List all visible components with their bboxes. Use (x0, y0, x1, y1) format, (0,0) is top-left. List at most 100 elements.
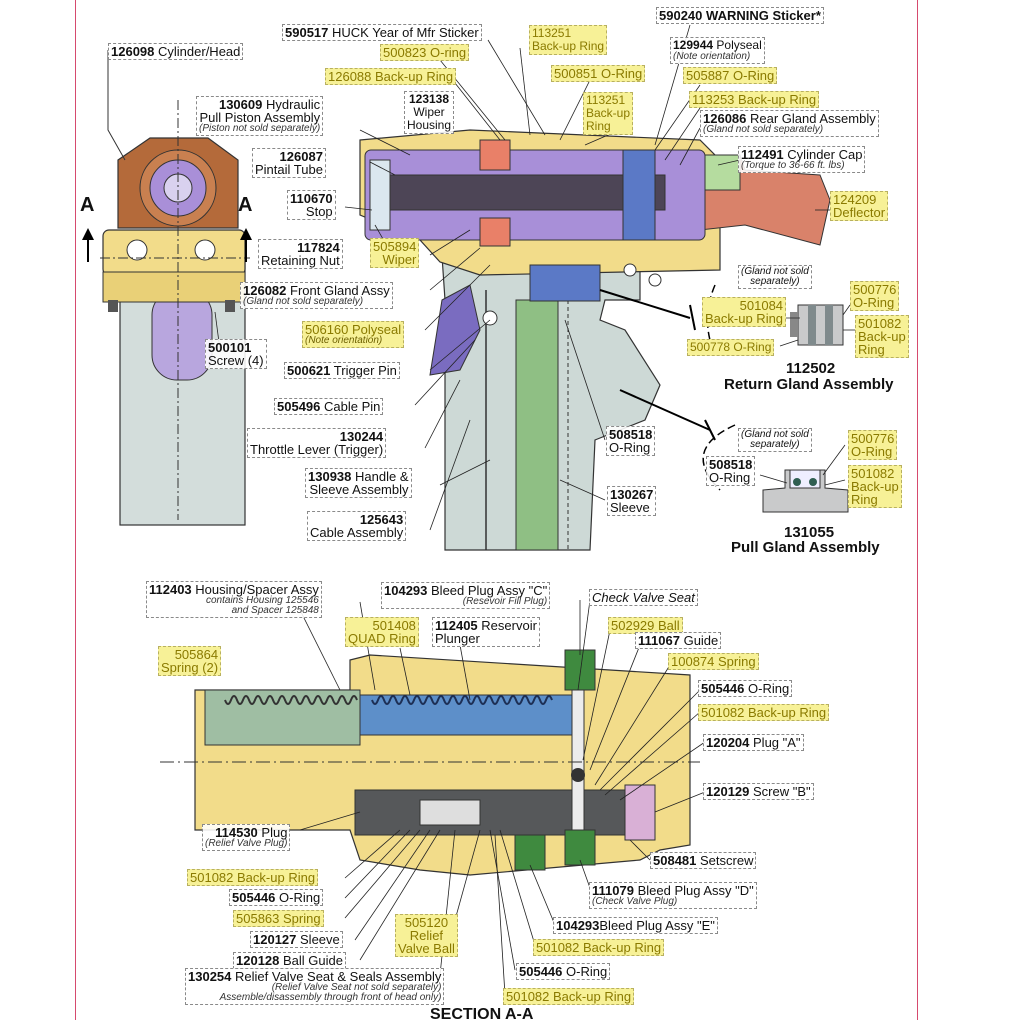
part-name: O-Ring (853, 295, 895, 310)
part-name: Wiper (382, 252, 417, 267)
part-number: 130244 (339, 429, 384, 444)
part-note: (Check Valve Plug) (592, 896, 678, 907)
part-name-2: Ring (858, 342, 885, 357)
part-number: 505496 (277, 399, 321, 414)
part-name: Back-up (858, 329, 906, 344)
relief-seat-label: 130254 Relief Valve Seat & Seals Assembl… (185, 968, 445, 1005)
part-name: Pintail Tube (255, 162, 323, 177)
note-line-2: separately) (750, 276, 800, 287)
ball-502929-label: 502929 Ball (608, 617, 683, 634)
part-name: Spring (718, 654, 756, 669)
part-number: 123138 (408, 92, 450, 106)
part-number: 125643 (359, 512, 404, 527)
part-name: O-Ring (709, 470, 751, 485)
part-name: Ball (658, 618, 680, 633)
part-name: O-Ring (609, 440, 651, 455)
part-note: (Relief Valve Seat not sold separately) (271, 982, 442, 993)
return-gland-detail (706, 284, 844, 356)
section-marker-right: A (238, 194, 253, 216)
part-note: (Resevoir Fill Plug) (462, 596, 548, 607)
part-number: 500851 (554, 66, 598, 81)
part-number: 501084 (739, 298, 784, 313)
part-name: O-Ring (279, 890, 321, 905)
setscrew-label: 508481 Setscrew (650, 852, 757, 869)
plug-a-label: 120204 Plug "A" (703, 734, 804, 751)
oring-500823-label: 500823 O-ring (380, 44, 470, 61)
part-name-2: Plunger (435, 631, 480, 646)
part-number: 113251 (532, 26, 572, 40)
part-number: 500778 (690, 340, 731, 354)
part-name: Back-up Ring (738, 92, 817, 107)
part-name-2: Sleeve Assembly (309, 482, 409, 497)
part-number: 505120 (404, 915, 449, 930)
part-name: Bleed Plug Assy "C" (431, 583, 548, 598)
oring-505887-label: 505887 O-Ring (683, 67, 778, 84)
part-number: 590240 (659, 8, 703, 23)
part-number: 124209 (833, 192, 877, 207)
part-number: 500101 (208, 340, 252, 355)
cylinder-cap-label: 112491 Cylinder Cap(Torque to 36-66 ft. … (738, 146, 866, 173)
part-name: Retaining Nut (261, 253, 340, 268)
bleed-plug-e-label: 104293Bleed Plug Assy "E" (553, 917, 718, 934)
part-name: Check Valve Seat (592, 590, 695, 605)
part-name: Deflector (833, 205, 886, 220)
part-number: 501408 (372, 618, 416, 633)
part-name: O-ring (430, 45, 467, 60)
oring-500851-label: 500851 O-Ring (551, 65, 646, 82)
part-name: O-Ring (733, 68, 775, 83)
part-number: 104293 (384, 583, 428, 598)
spring-505863-label: 505863 Spring (233, 910, 324, 927)
part-name: Guide (683, 633, 719, 648)
spring-100874-label: 100874 Spring (668, 653, 759, 670)
trigger-pin-label: 500621 Trigger Pin (284, 362, 400, 379)
part-name: Polyseal (352, 322, 402, 337)
part-number: 500776 (851, 431, 895, 446)
part-name: Wiper (413, 105, 445, 119)
page-border (75, 0, 918, 1020)
part-name: HUCK Year of Mfr Sticker (332, 25, 479, 40)
part-name: O-Ring (566, 964, 608, 979)
part-number: 120129 (706, 784, 750, 799)
part-number: 505887 (686, 68, 730, 83)
bleed-plug-d-label: 111079 Bleed Plug Assy "D"(Check Valve P… (589, 882, 757, 909)
screw-b-label: 120129 Screw "B" (703, 783, 814, 800)
part-number: 508481 (653, 853, 697, 868)
part-number: 117824 (297, 240, 340, 255)
part-number: 501082 (851, 466, 895, 481)
part-name: Throttle Lever (Trigger) (250, 442, 384, 457)
return-gland-number: 112502 (786, 360, 836, 377)
polyseal-129944-label: 129944 Polyseal(Note orientation) (670, 37, 765, 64)
part-note: (Piston not sold separately) (199, 123, 321, 134)
part-number: 113251 (586, 93, 626, 107)
part-name: QUAD Ring (348, 631, 416, 646)
part-number: 508518 (709, 457, 753, 472)
side-section (359, 129, 831, 551)
part-name: Bleed Plug Assy "E" (599, 918, 715, 933)
part-note: (Gland not sold separately) (243, 296, 364, 307)
huck-sticker-label: 590517 HUCK Year of Mfr Sticker (282, 24, 482, 41)
part-name: Plug "A" (753, 735, 801, 750)
part-number: 505446 (701, 681, 745, 696)
part-name: Relief Valve Seat & Seals Assembly (235, 969, 442, 984)
part-name: Back-up Ring (532, 39, 605, 53)
part-number: 501082 (858, 316, 902, 331)
part-name: Sleeve (610, 500, 650, 515)
part-name: Setscrew (700, 853, 754, 868)
part-name: Screw (4) (208, 353, 264, 368)
part-name: Cable Assembly (310, 525, 404, 540)
warning-sticker-label: 590240 WARNING Sticker* (656, 7, 824, 24)
section-marker-left: A (80, 194, 95, 216)
